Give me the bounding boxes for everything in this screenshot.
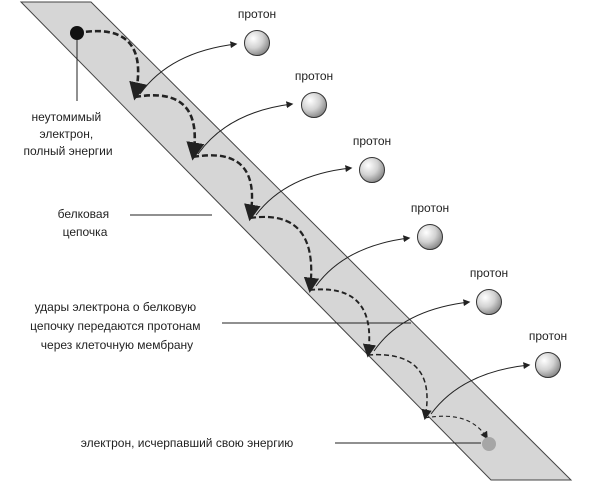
transfer-arrow-3 [255, 165, 353, 216]
electron-hop-6 [367, 353, 432, 421]
proton-label-5: протон [470, 266, 508, 280]
protein-chain-band [19, 1, 573, 481]
proton-ball-4 [417, 224, 443, 250]
electron-end-dot [482, 437, 496, 451]
proton-label-2: протон [295, 69, 333, 83]
electron-hop-2 [134, 94, 205, 161]
electron-path [76, 29, 488, 440]
proton-ball-2 [301, 92, 327, 118]
proton-label-3: протон [353, 134, 391, 148]
electron-end-label: электрон, исчерпавший свою энергию [81, 436, 294, 450]
proton-ball-1 [244, 30, 270, 56]
electron-hop-4 [249, 215, 320, 294]
proton-label-4: протон [411, 201, 449, 215]
protons [244, 30, 561, 378]
transfer-arrow-1 [139, 41, 238, 95]
proton-transfer-arrows [139, 41, 531, 415]
proton-ball-3 [359, 157, 385, 183]
electron-impacts-label: удары электрона о белковую цепочку перед… [30, 300, 204, 352]
proton-ball-5 [476, 289, 502, 315]
proton-ball-6 [535, 352, 561, 378]
electron-hop-5 [309, 288, 377, 358]
proton-label-1: протон [238, 7, 276, 21]
transfer-arrow-6 [430, 362, 531, 415]
transfer-arrow-2 [197, 101, 294, 155]
protein-chain-label: белковая цепочка [58, 207, 113, 239]
proton-label-6: протон [529, 329, 567, 343]
transfer-arrow-5 [373, 299, 471, 352]
transfer-arrow-4 [315, 235, 411, 287]
electron-hop-7 [424, 415, 488, 440]
electron-start-label: неутомимый электрон, полный энергии [23, 110, 112, 158]
electron-start-dot [70, 26, 84, 40]
electron-hop-3 [192, 154, 261, 222]
electron-hop-1 [76, 29, 148, 101]
